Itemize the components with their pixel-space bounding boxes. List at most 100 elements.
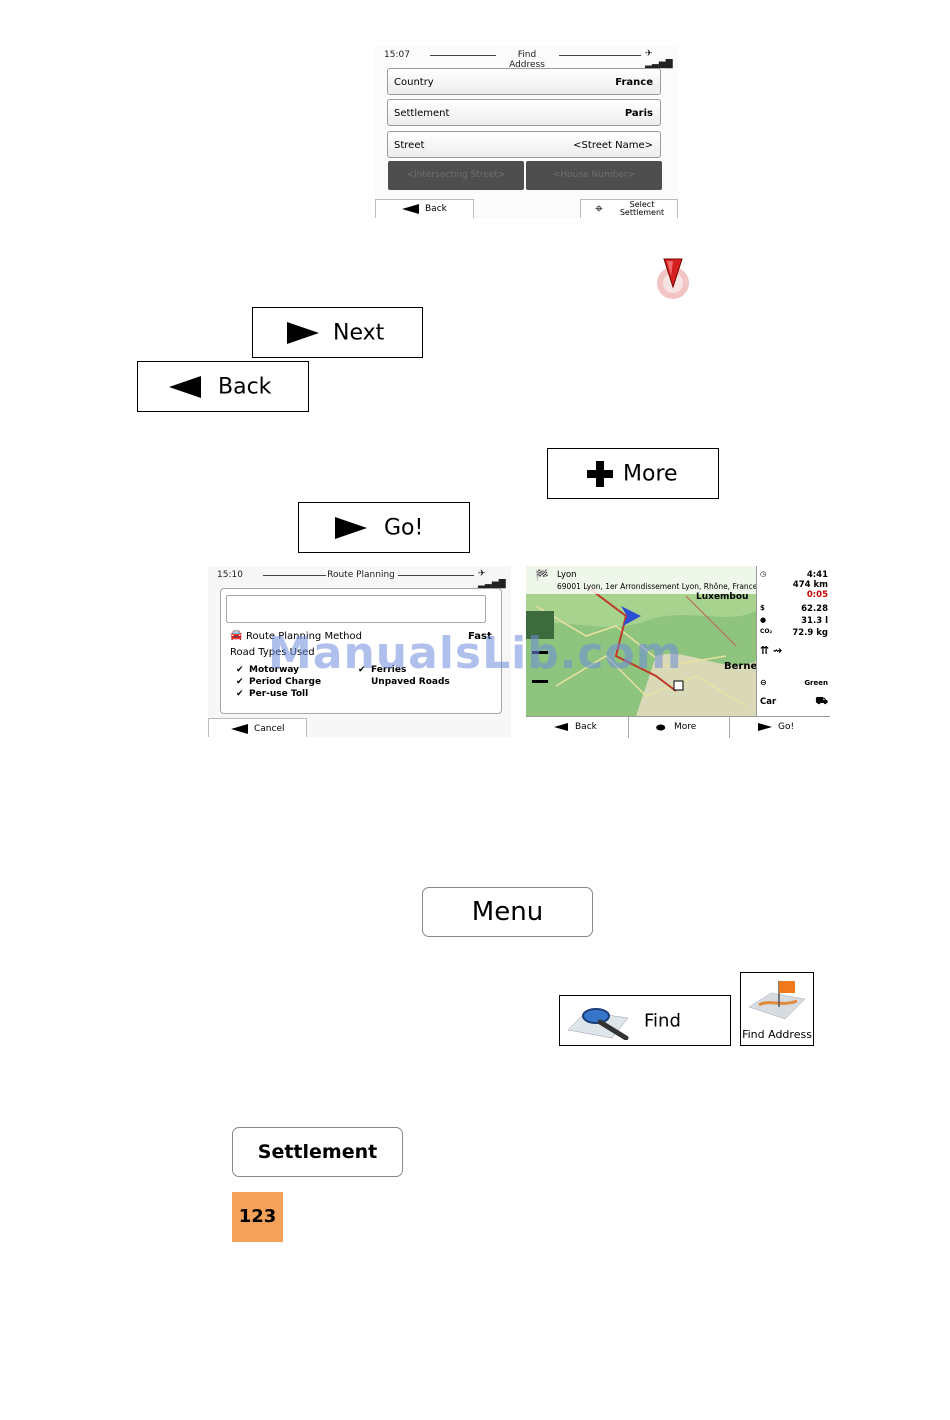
- row-label: Street: [394, 140, 425, 151]
- row-label: Settlement: [394, 108, 450, 119]
- back-label: Back: [425, 204, 447, 214]
- next-button[interactable]: Next: [252, 307, 423, 358]
- status-bar: 15:07 Find Address ✈▂▃▅▇: [375, 46, 678, 70]
- method-label: Route Planning Method: [246, 631, 362, 642]
- watermark: ManualsLib.com: [268, 628, 683, 679]
- more-button[interactable]: More: [547, 448, 719, 499]
- map-pin-icon: [657, 258, 689, 299]
- select-settlement-button[interactable]: ⌖ Select Settlement: [580, 199, 678, 218]
- back-arrow-icon: [169, 375, 201, 398]
- plus-icon: [587, 461, 613, 487]
- row-label: Country: [394, 77, 434, 88]
- cancel-button[interactable]: Cancel: [208, 718, 307, 737]
- settlement-row[interactable]: Settlement Paris: [387, 99, 661, 126]
- road-type-item: Ferries: [371, 665, 407, 675]
- back-button[interactable]: Back: [375, 199, 474, 218]
- eco-icon: ⊖: [760, 678, 767, 687]
- status-time: 15:07: [384, 50, 410, 60]
- play-arrow-icon: [335, 516, 367, 539]
- map-bottom-bar: Back ⬬ More Go!: [526, 716, 830, 738]
- road-icon: ⇈ ⇝: [760, 644, 783, 657]
- destination-banner: 🏁 Lyon 69001 Lyon, 1er Arrondissement Ly…: [526, 566, 758, 594]
- house-number-button[interactable]: <House Number>: [526, 161, 662, 190]
- check-icon: ✔: [236, 665, 244, 675]
- car-icon: ⛟: [815, 696, 828, 707]
- trip-co2: 72.9 kg: [792, 628, 828, 638]
- country-row[interactable]: Country France: [387, 68, 661, 95]
- route-input[interactable]: [226, 595, 486, 623]
- checkered-flag-icon: 🏁: [535, 569, 549, 582]
- trip-distance: 474 km: [792, 580, 828, 590]
- fuel-icon: ●: [760, 616, 767, 624]
- intersecting-street-button[interactable]: <Intersecting Street>: [388, 161, 524, 190]
- map-go-button[interactable]: Go!: [730, 717, 830, 738]
- method-value: Fast: [468, 631, 492, 642]
- trip-info-panel: ◷ 4:41 474 km 0:05 $ 62.28 ● 31.3 l CO₂ …: [756, 566, 830, 716]
- destination-address: 69001 Lyon, 1er Arrondissement Lyon, Rhô…: [557, 582, 758, 591]
- go-label: Go!: [384, 515, 424, 540]
- status-divider: [559, 55, 641, 56]
- next-label: Next: [333, 320, 385, 345]
- map-screenshot: 🏁 Lyon 69001 Lyon, 1er Arrondissement Ly…: [526, 566, 830, 738]
- play-arrow-icon: [287, 321, 319, 344]
- back-label: Back: [218, 374, 272, 399]
- clock-icon: ◷: [760, 570, 767, 578]
- destination-city: Lyon: [557, 570, 577, 580]
- route-panel: 🚘 Route Planning Method Fast Road Types …: [220, 588, 502, 714]
- check-icon: ✔: [236, 689, 244, 699]
- road-type-item: Unpaved Roads: [371, 677, 450, 687]
- route-planning-screenshot: 15:10 Route Planning ✈▂▃▅▇ 🚘 Route Plann…: [208, 566, 511, 737]
- road-type-item: Period Charge: [249, 677, 322, 687]
- signal-icon: ✈▂▃▅▇: [478, 569, 506, 589]
- crosshair-icon: ⌖: [595, 201, 603, 217]
- place-label: Luxembou: [696, 592, 749, 602]
- road-type-item: Per-use Toll: [249, 689, 309, 699]
- find-label: Find: [644, 1010, 681, 1031]
- row-value: France: [615, 77, 653, 88]
- co2-icon: CO₂: [760, 628, 773, 635]
- menu-button[interactable]: Menu: [422, 887, 593, 937]
- back-arrow-icon: [402, 204, 419, 214]
- map-back-label: Back: [575, 722, 597, 732]
- map-go-label: Go!: [778, 722, 795, 732]
- check-icon: ✔: [236, 677, 244, 687]
- settlement-button[interactable]: Settlement: [232, 1127, 403, 1177]
- status-bar: 15:10 Route Planning ✈▂▃▅▇: [208, 566, 511, 589]
- magnifier-map-icon: [567, 1008, 629, 1040]
- row-value: <Street Name>: [573, 140, 653, 151]
- check-icon: ✔: [358, 665, 366, 675]
- page-number: 123: [232, 1192, 283, 1242]
- screen-title: Route Planning: [327, 570, 395, 580]
- place-label: Berne: [724, 661, 758, 672]
- road-type-item: Motorway: [249, 665, 300, 675]
- eco-label: Green: [804, 679, 828, 687]
- signal-icon: ✈▂▃▅▇: [645, 49, 673, 69]
- trip-cost: 62.28: [801, 604, 828, 614]
- find-address-icon-label: Find Address: [742, 1028, 812, 1041]
- cancel-label: Cancel: [254, 724, 285, 734]
- vehicle-label: Car: [760, 697, 777, 707]
- cost-icon: $: [760, 604, 765, 612]
- find-button[interactable]: Find: [559, 995, 731, 1046]
- map-more-label: More: [674, 722, 697, 732]
- status-divider: [398, 575, 474, 576]
- trip-fuel: 31.3 l: [801, 616, 828, 626]
- trip-delay: 0:05: [806, 590, 828, 600]
- back-arrow-icon: [231, 724, 248, 734]
- go-button[interactable]: Go!: [298, 502, 470, 553]
- trip-time: 4:41: [806, 570, 828, 580]
- street-row[interactable]: Street <Street Name>: [387, 131, 661, 158]
- back-button-large[interactable]: Back: [137, 361, 309, 412]
- car-icon: 🚘: [230, 630, 243, 641]
- road-types-label: Road Types Used: [230, 647, 315, 658]
- play-arrow-icon: [758, 723, 772, 731]
- status-divider: [430, 55, 496, 56]
- more-label: More: [623, 461, 678, 486]
- map-more-button[interactable]: ⬬ More: [629, 717, 730, 738]
- screen-title: Find Address: [509, 50, 545, 70]
- find-address-icon-button[interactable]: Find Address: [740, 972, 814, 1046]
- find-address-screenshot: 15:07 Find Address ✈▂▃▅▇ Country France …: [375, 46, 678, 218]
- back-arrow-icon: [554, 723, 568, 731]
- map-back-button[interactable]: Back: [526, 717, 629, 738]
- status-divider: [263, 575, 326, 576]
